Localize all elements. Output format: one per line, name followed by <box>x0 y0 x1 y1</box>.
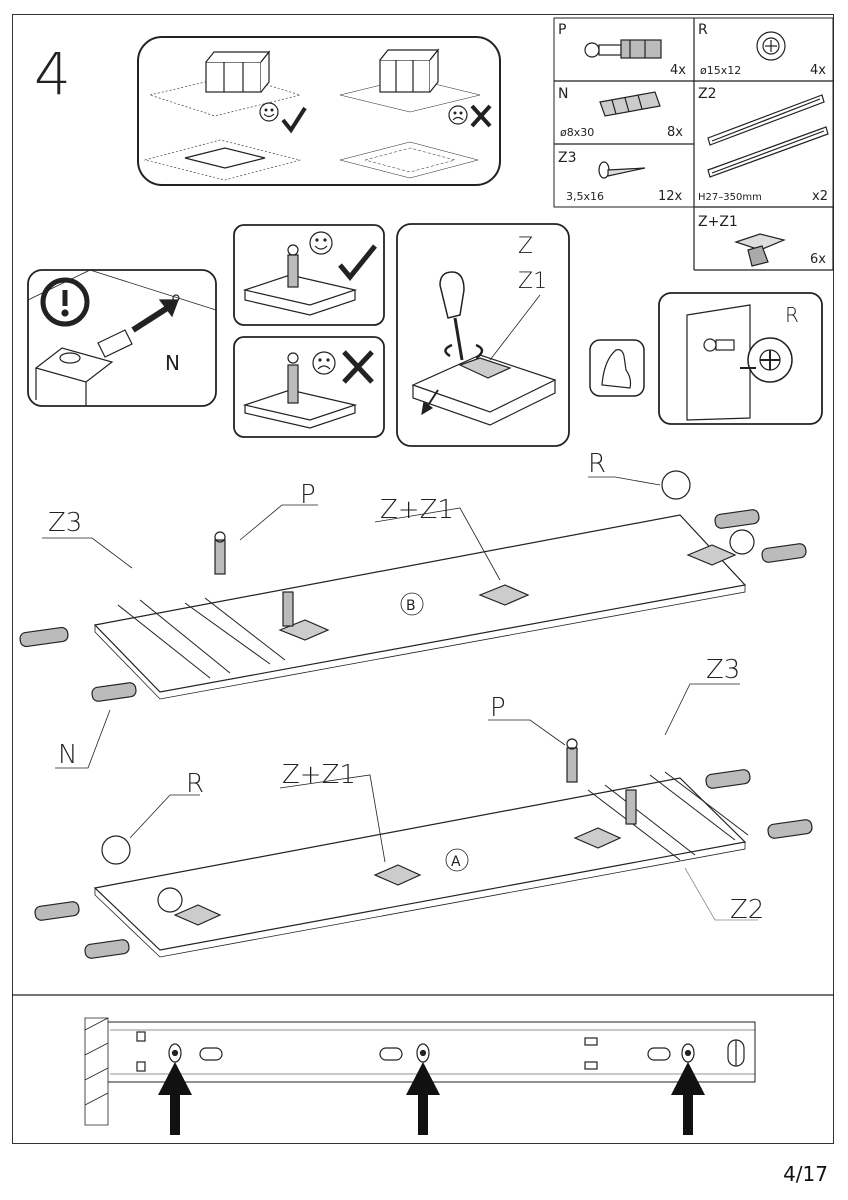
bolt-incorrect-panel <box>233 336 385 438</box>
happy-face-icon <box>259 102 279 122</box>
label-a-zz1: Z+Z1 <box>282 760 356 790</box>
panel-a-drawing: A R Z+Z1 P Z3 Z2 <box>34 655 813 959</box>
page-frame <box>12 14 834 1144</box>
part-spec-z3: 3,5x16 <box>566 190 604 203</box>
runner-detail-panel <box>12 994 834 1135</box>
check-icon <box>338 244 377 281</box>
label-b-zz1: Z+Z1 <box>380 495 454 525</box>
cam-lock-detail-panel: R <box>658 292 823 425</box>
warning-icon <box>40 277 90 327</box>
sad-face-icon <box>448 105 468 125</box>
happy-face-icon <box>309 231 333 255</box>
label-r-detail: R <box>785 303 799 327</box>
screwdriver-icon <box>439 271 465 361</box>
drawer-runner-icon <box>707 94 829 178</box>
step-number: 4 <box>34 40 71 108</box>
cam-lock-icon <box>756 31 786 61</box>
sad-face-icon <box>312 351 336 375</box>
label-a-r: R <box>186 769 204 799</box>
hinge-plate-icon <box>734 233 786 267</box>
label-b-n: N <box>58 740 77 770</box>
part-qty-zz1: 6x <box>810 252 826 267</box>
cross-icon <box>342 350 374 384</box>
label-a-p: P <box>490 693 506 723</box>
part-code-p: P <box>558 22 566 38</box>
panel-b-mark: B <box>406 598 416 614</box>
screw-icon <box>598 161 646 179</box>
part-code-r: R <box>698 22 708 38</box>
page-number: 4/17 <box>783 1162 828 1186</box>
check-icon <box>281 106 307 134</box>
bolt-correct-panel <box>233 224 385 326</box>
glove-icon <box>589 339 645 397</box>
part-spec-r: ø15x12 <box>700 64 741 77</box>
dowel-icon <box>599 91 661 117</box>
part-qty-n: 8x <box>667 125 683 140</box>
parts-table: P 4x R ø15x12 4x N ø8x30 8x Z3 3,5x16 12… <box>553 17 834 271</box>
label-z1: Z1 <box>518 269 547 294</box>
part-qty-p: 4x <box>670 63 686 78</box>
part-spec-z2: H27–350mm <box>698 192 762 203</box>
label-n-insert: N <box>165 351 180 375</box>
part-code-z3: Z3 <box>558 150 577 166</box>
panel-b-drawing: B Z3 P Z+Z1 R N <box>19 449 807 770</box>
label-z: Z <box>518 234 533 259</box>
part-qty-r: 4x <box>810 63 826 78</box>
cam-bolt-icon <box>584 39 662 59</box>
part-code-z2: Z2 <box>698 86 717 102</box>
part-spec-n: ø8x30 <box>560 126 594 139</box>
label-b-z3: Z3 <box>48 508 82 538</box>
label-a-z3: Z3 <box>706 655 740 685</box>
part-code-n: N <box>558 86 568 102</box>
dowel-insert-panel: N <box>27 269 217 407</box>
part-code-zz1: Z+Z1 <box>698 214 738 230</box>
part-qty-z3: 12x <box>658 189 683 204</box>
part-qty-z2: x2 <box>812 189 828 204</box>
panel-a-mark: A <box>451 854 461 870</box>
label-b-p: P <box>300 480 316 510</box>
arrow-up-icon <box>158 1062 705 1135</box>
label-b-r: R <box>588 449 606 479</box>
screwdriver-panel: Z Z1 <box>396 223 570 447</box>
label-a-z2: Z2 <box>730 895 764 925</box>
cross-icon <box>470 104 492 128</box>
floor-protection-panel <box>137 36 501 186</box>
